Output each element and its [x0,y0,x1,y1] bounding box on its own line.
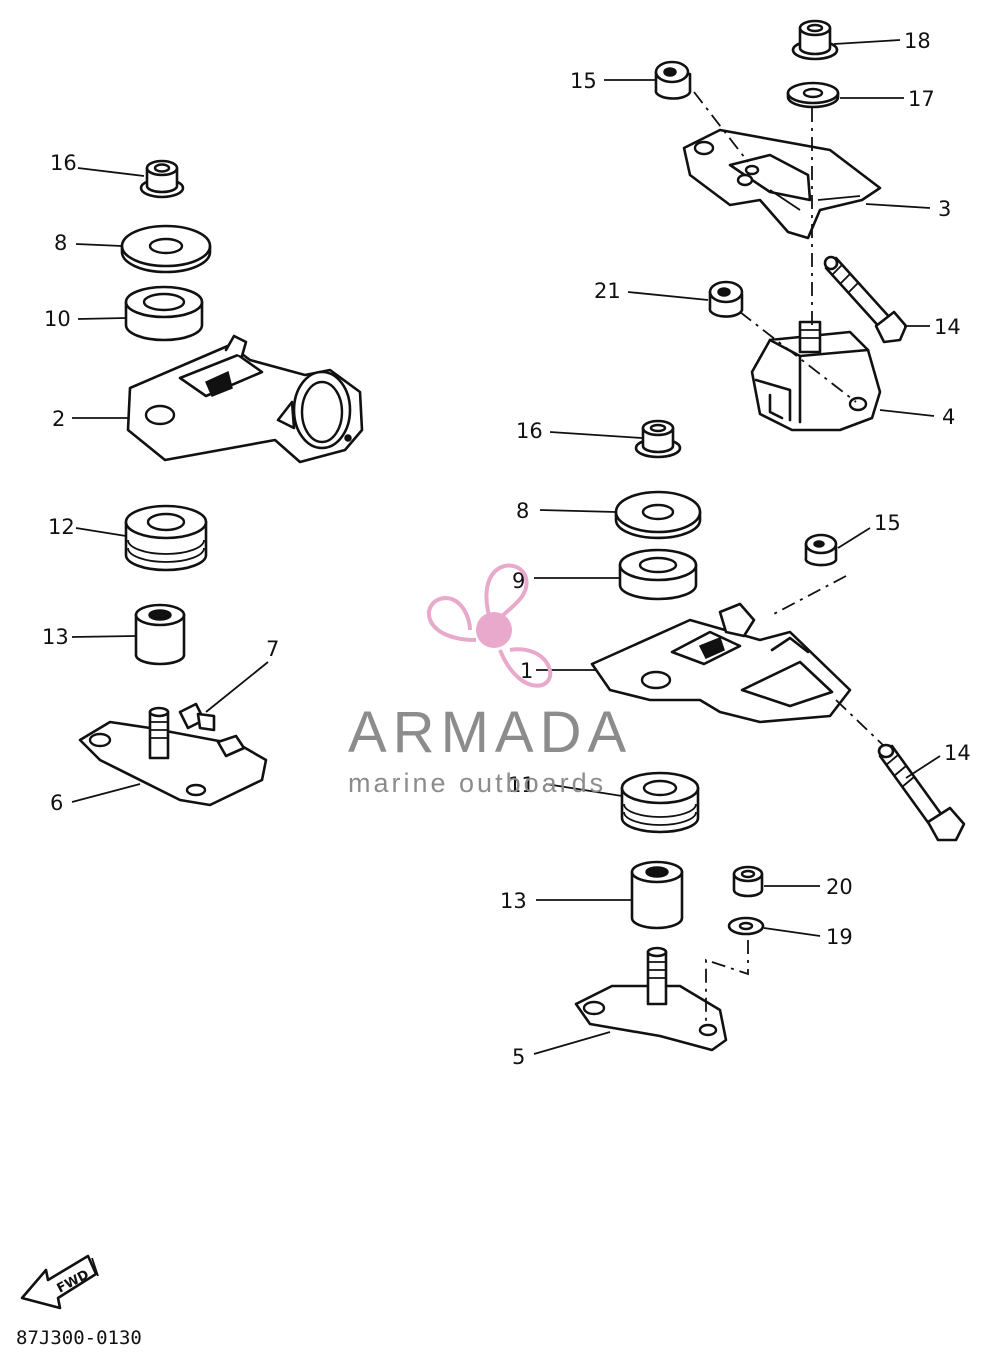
part-4-mount-block [750,320,882,432]
fwd-arrow-icon: FWD [20,1254,99,1310]
leader-lines [71,39,941,1055]
part-16-flange-nut-right [634,419,682,459]
part-17-washer [786,81,840,109]
armada-watermark: ARMADA marine outboards [348,563,632,798]
part-1-bracket [590,602,852,724]
callout-labels: 16 8 10 2 12 13 7 6 15 18 17 3 21 14 4 1… [42,29,971,1069]
callout-7: 7 [266,637,279,661]
callout-15-lower: 15 [874,511,901,535]
part-21-nut [708,280,744,318]
callout-14-upper: 14 [934,315,961,339]
part-2-bracket-left [126,334,364,464]
callout-16-left: 16 [50,151,77,175]
callout-6: 6 [50,791,63,815]
callout-5: 5 [512,1045,525,1069]
callout-9: 9 [512,569,525,593]
callout-1: 1 [520,659,533,683]
part-6-lower-mount-left [78,706,268,807]
part-20-nut [732,865,764,898]
part-12-grommet-left [124,504,208,572]
callout-10: 10 [44,307,71,331]
watermark-title: ARMADA [348,700,632,765]
callout-11: 11 [508,773,535,797]
callout-8-right: 8 [516,499,529,523]
callout-14-lower: 14 [944,741,971,765]
part-16-flange-nut-left [139,159,185,199]
callout-2: 2 [52,407,65,431]
part-9-spacer [618,548,698,601]
callout-13-left: 13 [42,625,69,649]
part-15-nut-lower [804,533,838,567]
part-13-collar-right [630,860,684,930]
diagram-code: 87J300-0130 [16,1327,142,1349]
center-lines [693,91,885,1024]
part-5-lower-mount [574,946,728,1052]
part-7-clip [178,702,246,758]
callout-21: 21 [594,279,621,303]
callout-16-right: 16 [516,419,543,443]
part-3-bracket [682,128,882,240]
callout-4: 4 [942,405,955,429]
part-14-bolt-upper [823,255,908,344]
watermark-subtitle: marine outboards [348,768,606,798]
armada-propeller-logo [427,563,552,688]
callout-8-left: 8 [54,231,67,255]
callout-12: 12 [48,515,75,539]
part-10-spacer-left [124,285,204,342]
callout-13-right: 13 [500,889,527,913]
callout-17: 17 [908,87,935,111]
callout-15-upper: 15 [570,69,597,93]
part-8-washer-right [614,490,702,540]
part-11-grommet [620,771,700,834]
part-19-washer [727,916,765,936]
callout-19: 19 [826,925,853,949]
part-14-bolt-lower [877,743,966,842]
part-13-collar-left [134,603,186,666]
callout-3: 3 [938,197,951,221]
part-18-flange-nut [791,19,839,61]
part-15-nut-upper [654,60,692,100]
callout-18: 18 [904,29,931,53]
part-8-washer-left [120,224,212,274]
callout-20: 20 [826,875,853,899]
